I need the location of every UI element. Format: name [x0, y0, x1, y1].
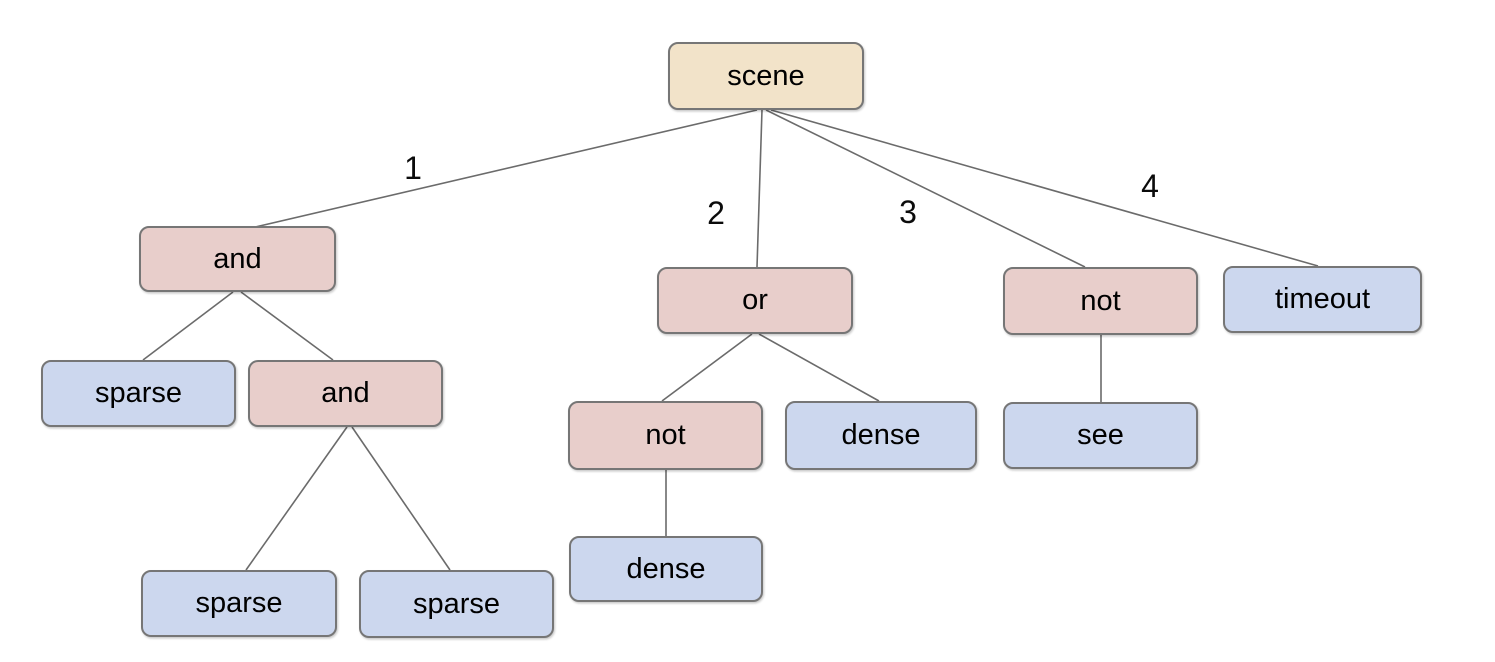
edge-label-3: 3	[899, 194, 917, 230]
node-dense2: dense	[569, 536, 763, 602]
node-scene: scene	[668, 42, 864, 110]
edge-or1-dense1	[758, 333, 880, 402]
node-or1: or	[657, 267, 853, 334]
node-not1: not	[1003, 267, 1198, 335]
node-and1: and	[139, 226, 336, 292]
edge-scene-and1	[250, 109, 758, 229]
edge-and1-sparse1	[142, 291, 234, 361]
edge-scene-not1	[765, 109, 1086, 268]
node-sparse3: sparse	[359, 570, 554, 638]
edge-label-2: 2	[707, 195, 725, 231]
edge-or1-not2	[661, 333, 753, 402]
edge-label-4: 4	[1141, 168, 1159, 204]
edge-and1-and2	[240, 291, 334, 361]
node-sparse1: sparse	[41, 360, 236, 427]
node-not2: not	[568, 401, 763, 470]
edge-scene-timeout1	[770, 109, 1319, 267]
edge-label-1: 1	[404, 150, 422, 186]
node-timeout1: timeout	[1223, 266, 1422, 333]
node-see1: see	[1003, 402, 1198, 469]
edge-and2-sparse2	[245, 426, 348, 571]
edge-scene-or1	[756, 109, 763, 268]
node-sparse2: sparse	[141, 570, 337, 637]
node-dense1: dense	[785, 401, 977, 470]
edge-and2-sparse3	[351, 426, 451, 571]
node-and2: and	[248, 360, 443, 427]
